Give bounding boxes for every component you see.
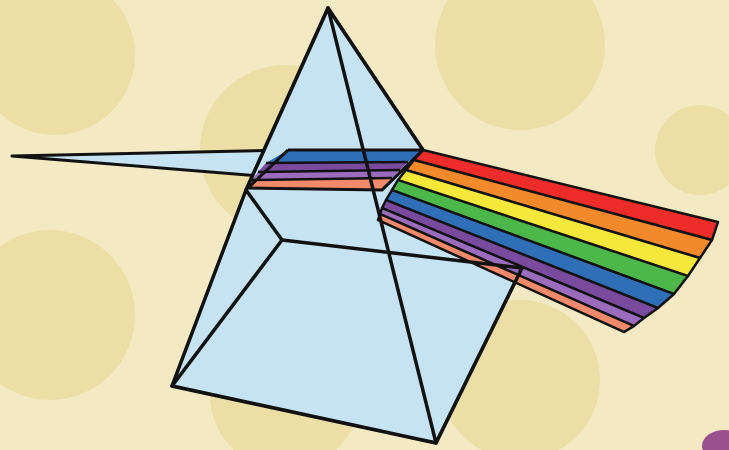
prism-illustration: [0, 0, 729, 450]
